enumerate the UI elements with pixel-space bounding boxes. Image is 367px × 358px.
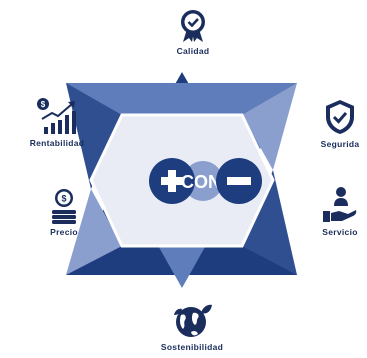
point-right bbox=[242, 170, 297, 275]
globe-leaf-icon bbox=[174, 304, 212, 337]
label-seguridad: Segurida bbox=[320, 139, 360, 149]
svg-text:$: $ bbox=[41, 100, 46, 109]
factor-calidad: Calidad bbox=[168, 9, 218, 56]
label-rentabilidad: Rentabilidad bbox=[29, 138, 85, 148]
factor-servicio: Servicio bbox=[314, 186, 366, 237]
point-top-right bbox=[242, 83, 297, 170]
factor-precio: $ Precio bbox=[40, 188, 88, 237]
factor-rentabilidad: $ Rentabilidad bbox=[20, 97, 94, 148]
point-bottom-left bbox=[66, 189, 122, 275]
label-sostenibilidad: Sostenibilidad bbox=[160, 342, 224, 352]
shield-check-icon bbox=[326, 100, 354, 134]
award-badge-icon bbox=[181, 10, 205, 42]
minus-icon bbox=[227, 177, 251, 185]
label-calidad: Calidad bbox=[176, 46, 210, 56]
center-text: CON bbox=[181, 172, 221, 192]
factor-seguridad: Segurida bbox=[316, 98, 364, 149]
growth-chart-icon: $ bbox=[37, 98, 76, 134]
point-left bbox=[66, 83, 122, 189]
svg-text:$: $ bbox=[61, 194, 66, 204]
label-servicio: Servicio bbox=[322, 227, 358, 237]
plus-icon-bar bbox=[168, 170, 176, 192]
center-bubble bbox=[183, 161, 223, 201]
coin-stack-icon: $ bbox=[52, 189, 76, 224]
factor-sostenibilidad: Sostenibilidad bbox=[152, 303, 232, 352]
hand-person-icon bbox=[323, 187, 357, 222]
label-precio: Precio bbox=[50, 227, 78, 237]
